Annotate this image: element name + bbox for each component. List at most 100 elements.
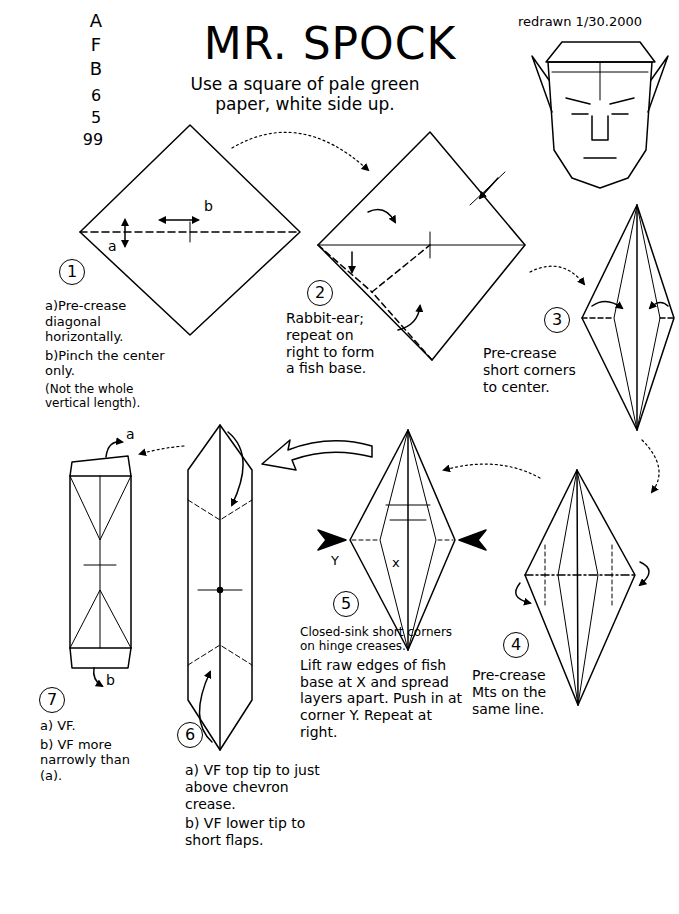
step-7-strip <box>70 456 131 668</box>
step-number: 6 <box>185 727 195 743</box>
step-7-strip <box>106 442 122 457</box>
step-4-fish-base <box>612 545 613 605</box>
step-4-fish-base <box>545 545 546 605</box>
finished-model-head <box>548 62 652 188</box>
step-7-strip <box>70 476 131 648</box>
sequence-arrow <box>140 132 659 492</box>
step-5-fish-base <box>438 540 453 541</box>
diagram-title: MR. SPOCK <box>160 22 500 66</box>
step-number-circle: 1 <box>59 259 85 285</box>
step-instruction: b)Pinch the center only. <box>45 348 177 379</box>
step-number: 7 <box>47 692 57 708</box>
step-2-square <box>470 172 505 205</box>
step-5-fish-base <box>386 505 430 506</box>
author-initial: F <box>84 34 108 56</box>
step-2-square <box>372 245 430 292</box>
step-3-fish-base <box>592 301 622 308</box>
sequence-arrow <box>642 440 659 492</box>
step-instruction: a)Pre-crease diagonal horizontally. <box>45 298 149 345</box>
step-number: 4 <box>511 637 521 653</box>
step-5-fish-base <box>352 540 378 541</box>
date-mark: 6 <box>84 86 108 105</box>
step-2-square <box>318 245 525 246</box>
step-4-fish-base <box>640 562 649 585</box>
finished-model-head <box>600 62 601 100</box>
finished-model-head <box>572 113 628 115</box>
step-5-fish-base <box>380 430 436 650</box>
step-5-fish-base <box>350 430 455 650</box>
step-4-fish-base <box>558 470 598 705</box>
step-instruction: Pre-crease short corners to center. <box>483 345 588 395</box>
step-5-fish-base <box>390 520 426 521</box>
sequence-arrow <box>232 132 368 170</box>
step-number-circle: 6 <box>177 722 203 748</box>
step-7-strip <box>100 476 101 648</box>
step-instruction: Rabbit-ear; repeat on right to form a fi… <box>286 310 386 377</box>
fold-letter: a <box>126 426 140 443</box>
sequence-arrow <box>140 446 184 454</box>
sequence-arrow <box>262 440 372 470</box>
sequence-arrow <box>444 464 540 478</box>
step-3-fish-base <box>582 205 674 430</box>
step-5-fish-base <box>318 430 486 650</box>
step-instruction: (Not the whole vertical length). <box>45 382 177 411</box>
finished-model-head <box>546 42 655 62</box>
step-instruction: b) VF lower tip to short flaps. <box>185 815 330 849</box>
step-2-square <box>368 210 395 222</box>
step-instruction: Closed-sink short corners on hinge creas… <box>300 625 465 654</box>
step-7-strip <box>84 565 116 566</box>
step-instruction: Lift raw edges of fish base at X and spr… <box>300 657 465 741</box>
step-3-fish-base <box>582 317 614 319</box>
step-6-strip <box>188 645 252 665</box>
finished-model-head <box>532 56 552 112</box>
step-2-square <box>372 292 432 360</box>
step-1-square <box>190 222 191 242</box>
step-2-square <box>351 252 353 272</box>
author-initial: A <box>84 10 108 32</box>
step-6-strip <box>188 425 252 750</box>
step-3-fish-base <box>650 302 668 308</box>
step-3-fish-base <box>582 205 674 430</box>
step-6-strip <box>188 500 252 520</box>
step-6-strip <box>228 432 243 505</box>
step-3-fish-base <box>614 205 660 430</box>
fold-letter: b <box>106 672 120 689</box>
step-number: 1 <box>67 264 77 280</box>
step-6-strip <box>188 425 252 750</box>
step-number-circle: 4 <box>503 632 529 658</box>
step-1-square <box>124 220 126 246</box>
point-letter: Y <box>331 553 345 569</box>
origami-diagram <box>70 42 674 750</box>
author-initial: B <box>84 58 108 80</box>
fold-letter: a <box>108 238 122 255</box>
step-4-fish-base <box>516 583 530 603</box>
step-2-square <box>398 306 420 330</box>
step-instruction: a) VF. <box>40 718 152 734</box>
step-instruction: Pre-crease Mts on the same line. <box>472 667 562 717</box>
step-4-fish-base <box>577 470 578 705</box>
step-1-square <box>160 219 198 221</box>
redrawn-note: redrawn 1/30.2000 <box>518 14 676 30</box>
finished-model-head <box>592 116 608 140</box>
step-number: 5 <box>341 596 351 612</box>
step-5-fish-base <box>407 430 409 650</box>
step-4-fish-base <box>525 574 635 576</box>
step-6-strip <box>218 588 223 593</box>
finished-model-head <box>532 42 668 188</box>
finished-model-head <box>648 56 668 112</box>
step-5-fish-base <box>459 530 486 550</box>
subtitle-note: Use a square of pale green paper, white … <box>175 74 435 115</box>
step-3-fish-base <box>660 317 674 319</box>
step-number: 3 <box>552 312 562 328</box>
step-number: 2 <box>315 285 325 301</box>
sequence-arrow <box>530 266 584 284</box>
step-2-square <box>480 178 498 198</box>
date-mark: 99 <box>78 130 108 149</box>
step-7-strip <box>94 668 102 686</box>
fold-letter: b <box>204 198 218 215</box>
step-3-fish-base <box>636 205 638 430</box>
step-7-strip <box>70 442 131 686</box>
point-letter: x <box>392 555 404 571</box>
step-number-circle: 7 <box>39 687 65 713</box>
step-number-circle: 3 <box>544 307 570 333</box>
